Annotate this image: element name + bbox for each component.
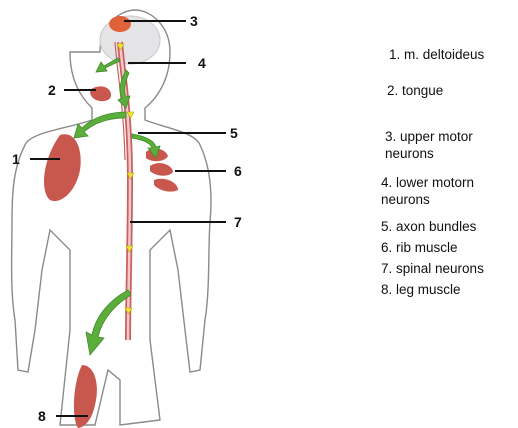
- callout-number-2: 2: [48, 82, 56, 98]
- legend-item-3: 3. upper motor neurons: [385, 128, 505, 162]
- upper-motor-neuron-muscle: [109, 16, 131, 32]
- legend-item-7: 7. spinal neurons: [381, 260, 484, 277]
- legend-item-1: 1. m. deltoideus: [389, 46, 484, 63]
- legend-item-2: 2. tongue: [387, 82, 443, 99]
- callout-number-1: 1: [12, 151, 20, 167]
- callout-number-6: 6: [234, 163, 242, 179]
- legend-item-8: 8. leg muscle: [381, 281, 461, 298]
- callout-number-3: 3: [190, 13, 198, 29]
- legend-item-6: 6. rib muscle: [381, 239, 458, 256]
- legend-item-5: 5. axon bundles: [381, 218, 476, 235]
- body-outline: [12, 10, 211, 425]
- callout-number-7: 7: [234, 214, 242, 230]
- callout-number-5: 5: [230, 125, 238, 141]
- callout-number-4: 4: [198, 55, 206, 71]
- legend-item-4: 4. lower motorn neurons: [381, 174, 513, 208]
- callout-number-8: 8: [38, 408, 46, 424]
